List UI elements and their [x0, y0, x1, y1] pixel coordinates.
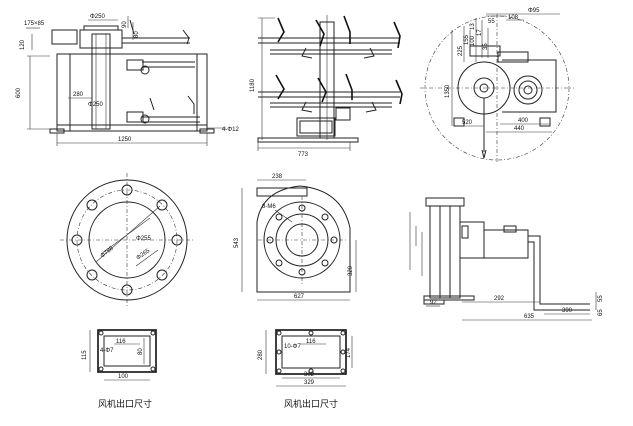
dim-w329: 329	[304, 380, 315, 386]
view-top-right-plan: Φ95 108 55 13 100 17 35 225 155 1350 520…	[420, 8, 574, 162]
dim-v35: 35	[483, 43, 489, 50]
dim-h120: 120	[20, 39, 26, 50]
dim-v100: 100	[470, 35, 476, 46]
dim-v225: 225	[458, 45, 464, 56]
dim-h320: 320	[348, 265, 354, 276]
dim-v155: 155	[464, 34, 470, 45]
dim-h280: 280	[258, 349, 264, 360]
swing-circle	[424, 15, 570, 161]
dim-w108: 108	[508, 15, 519, 21]
machine-frame	[56, 53, 208, 132]
dim-d250-mid: Φ250	[88, 102, 103, 108]
dim-w1250: 1250	[118, 137, 132, 143]
view-top-middle-front: 1180 773	[250, 15, 403, 158]
dim-h115: 115	[82, 350, 88, 360]
base-box	[296, 117, 336, 137]
dim-w92: 92	[430, 300, 437, 306]
dim-h174: 174	[346, 347, 352, 358]
bolt-holes	[71, 184, 183, 296]
dim-w390: 390	[562, 308, 573, 314]
dim-h80: 80	[138, 348, 144, 355]
view-mid-right-side: 92 292 390 635 55 65	[409, 197, 604, 321]
motor	[483, 229, 529, 259]
dim-d95: Φ95	[528, 8, 540, 14]
dim-w116: 116	[306, 339, 316, 345]
caption-outlet-middle: 风机出口尺寸	[284, 398, 338, 410]
dim-h1350: 1350	[445, 84, 451, 98]
view-mid-middle-fan: 238 8-M6 543 320 627	[234, 174, 357, 301]
dim-w400: 400	[518, 118, 529, 124]
flange-box	[51, 29, 78, 45]
dim-v55: 55	[598, 295, 604, 302]
dim-w520: 520	[462, 120, 473, 126]
top-flange	[425, 197, 465, 207]
view-bottom-left-outlet: 116 4-Φ7 115 80 100 风机出口尺寸	[82, 329, 157, 410]
dim-w302: 302	[304, 372, 315, 378]
view-mid-left-flange: Φ255 Φ265 Φ788	[60, 173, 194, 307]
dim-w627: 627	[294, 294, 305, 300]
dim-v65: 65	[598, 309, 604, 316]
dim-flange: 175×85	[24, 21, 45, 27]
dim-holes-8m6: 8-M6	[262, 204, 276, 210]
dim-w238: 238	[272, 174, 283, 180]
view-top-left-side: 175×85 Φ250 120 80 90 600 280 Φ250 1250 …	[16, 14, 239, 146]
dim-holes: 4-Φ12	[222, 127, 239, 133]
dim-v80: 80	[134, 31, 140, 38]
arm-pipe	[528, 235, 590, 311]
outlet-inner	[103, 335, 151, 367]
fan-scroll	[256, 185, 351, 293]
outlet-outer	[275, 329, 347, 375]
view-bottom-middle-outlet: 116 10-Φ7 280 174 302 329 风机出口尺寸	[258, 329, 353, 410]
dim-d255: Φ255	[136, 236, 151, 242]
dim-w116: 116	[116, 339, 126, 345]
dim-w773: 773	[298, 152, 309, 158]
dim-w100: 100	[118, 374, 129, 380]
outlet-outer	[97, 329, 157, 373]
caption-outlet-left: 风机出口尺寸	[98, 398, 152, 410]
dim-h543: 543	[234, 237, 240, 248]
motor-circle	[513, 75, 543, 105]
dim-v600: 600	[16, 87, 22, 98]
dim-holes-10d7: 10-Φ7	[284, 344, 301, 350]
dim-h1180: 1180	[250, 78, 256, 92]
dim-h280: 280	[73, 92, 84, 98]
dim-w55: 55	[488, 19, 495, 25]
dim-w635: 635	[524, 314, 535, 320]
center-column	[91, 33, 111, 130]
fan-body	[429, 205, 461, 299]
dim-holes-4d7: 4-Φ7	[100, 348, 114, 354]
dim-w292: 292	[494, 296, 505, 302]
dim-v13: 13	[470, 23, 476, 30]
dim-v17: 17	[477, 29, 483, 36]
fan-housing	[457, 61, 511, 115]
dim-d265: Φ265	[136, 248, 152, 262]
dim-w440: 440	[514, 126, 525, 132]
dim-d250-top: Φ250	[90, 14, 105, 20]
fan-outer-ring	[263, 201, 341, 279]
outlet-inner	[281, 335, 341, 369]
dim-v90: 90	[122, 21, 128, 28]
